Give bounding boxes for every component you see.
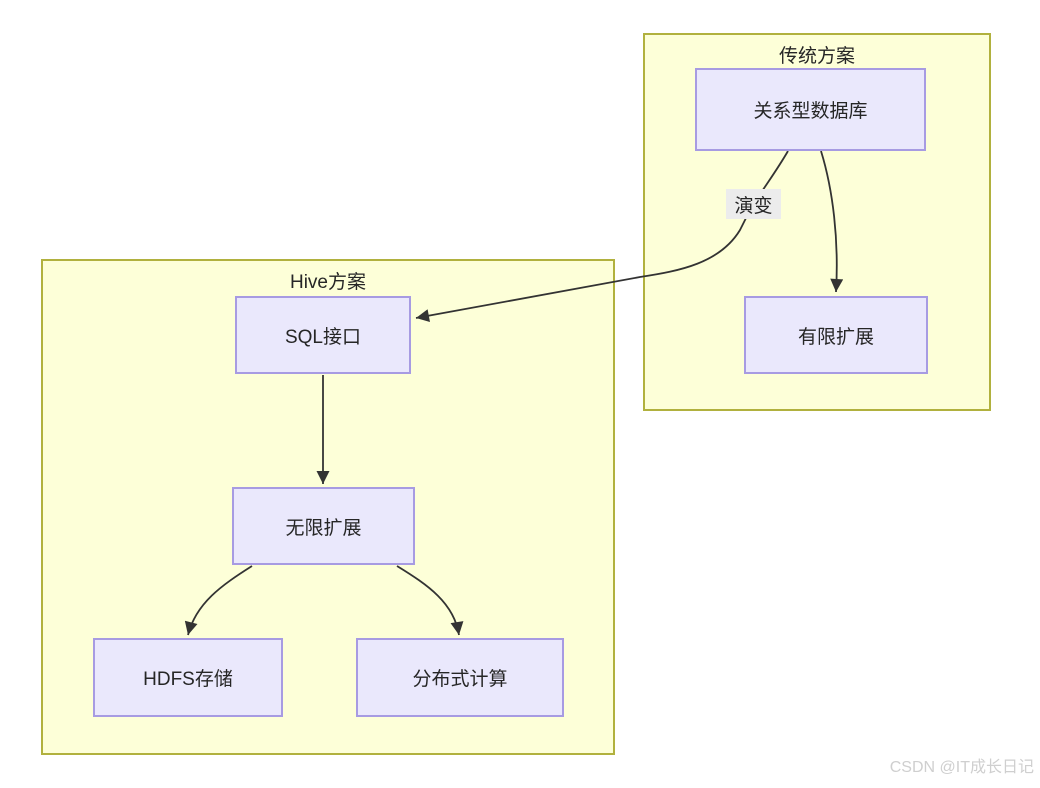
- arrow-rdbms-to-limited: [820, 150, 844, 293]
- node-relational-database: 关系型数据库: [695, 68, 926, 151]
- node-hdfs-storage: HDFS存储: [93, 638, 283, 717]
- arrow-unlimited-to-distributed: [396, 565, 464, 636]
- group-traditional-title: 传统方案: [778, 46, 855, 67]
- arrow-unlimited-to-hdfs: [184, 565, 253, 636]
- node-distributed-computing: 分布式计算: [356, 638, 564, 717]
- arrow-rdbms-to-sql-evolution: [415, 150, 789, 323]
- node-limited-expansion: 有限扩展: [744, 296, 928, 374]
- group-hive-title: Hive方案: [289, 272, 366, 293]
- node-unlimited-expansion: 无限扩展: [232, 487, 415, 565]
- watermark-text: CSDN @IT成长日记: [889, 759, 1034, 776]
- edge-label-evolution: 演变: [726, 189, 781, 219]
- node-sql-interface: SQL接口: [235, 296, 411, 374]
